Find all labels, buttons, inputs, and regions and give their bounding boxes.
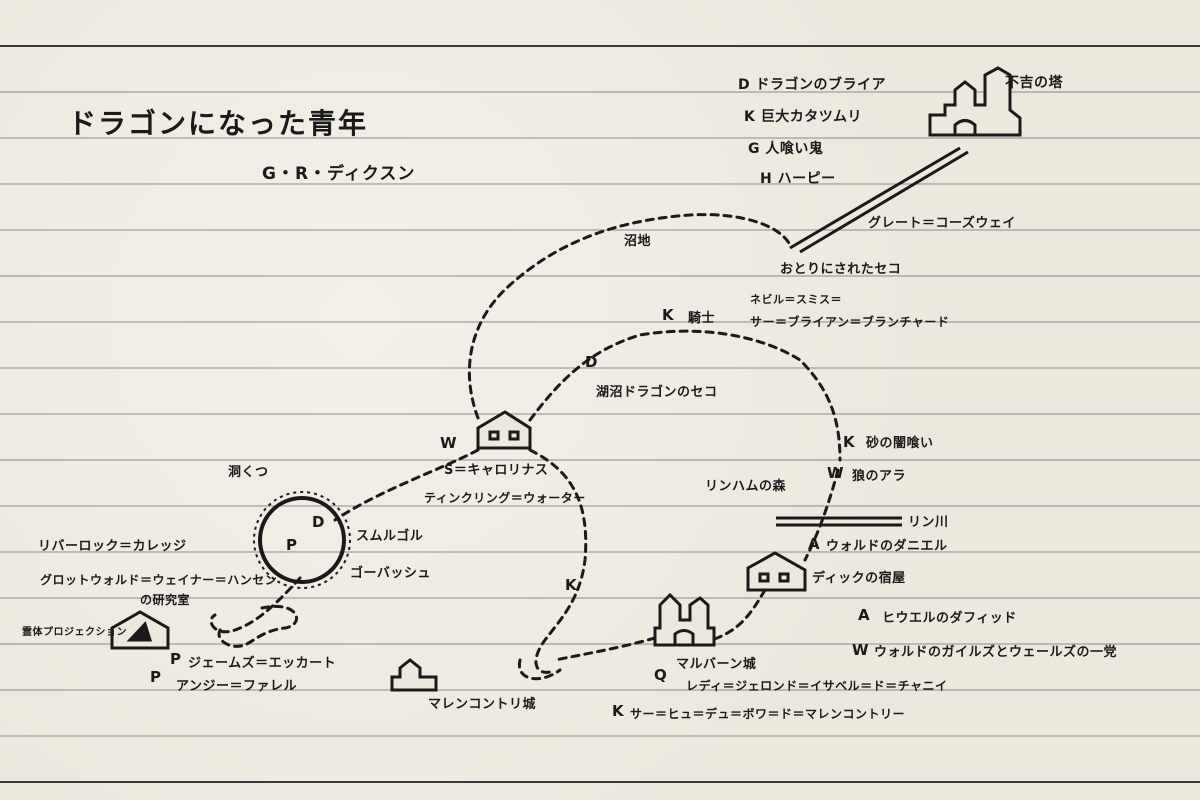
legend-ogre: G 人喰い鬼: [748, 141, 824, 157]
lab-building: [110, 610, 170, 650]
route-malvern-left: [553, 636, 657, 662]
label-james: ジェームズ＝エッカート: [188, 656, 337, 671]
label-riverlock: リバーロック＝カレッジ: [38, 539, 187, 554]
label-lake-dragon: 湖沼ドラゴンのセコ: [596, 385, 718, 400]
malvern-key: Q: [654, 666, 668, 684]
p2-key: P: [150, 668, 162, 686]
route-mal-loop: [517, 658, 562, 681]
knight-key: K: [662, 306, 675, 324]
route-lab-loop: [217, 605, 298, 648]
author-name: G・R・ディクスン: [262, 164, 416, 184]
river: [776, 516, 902, 527]
archer-key: A: [808, 535, 821, 553]
label-knight-names-1: ネビル＝スミス＝: [750, 293, 842, 306]
legend-snail: K 巨大カタツムリ: [744, 109, 862, 125]
label-lab-2: の研究室: [140, 593, 191, 607]
cottage-key: W: [440, 434, 458, 452]
cottage: [476, 410, 532, 450]
legend-dragon: D ドラゴンのブライア: [738, 77, 886, 93]
route-dick-malvern: [710, 588, 767, 642]
label-causeway: グレート＝コーズウェイ: [868, 216, 1016, 231]
route-knight: [528, 329, 842, 462]
route-cottage-cave: [333, 448, 480, 522]
label-dick-inn: ディックの宿屋: [812, 571, 906, 586]
label-wolf: 狼のアラ: [852, 469, 907, 484]
label-malencontri: マレンコントリ城: [428, 697, 537, 712]
cave-d-key: D: [312, 513, 325, 531]
label-knight: 騎士: [688, 311, 716, 326]
legend-a-label: ヒウエルのダフィッド: [882, 611, 1017, 626]
malvern-castle: [653, 592, 716, 647]
label-knight-names-2: サー＝ブライアン＝ブランチャード: [750, 315, 950, 329]
route-cave-lab: [209, 576, 302, 634]
lake-dragon-key: D: [585, 353, 598, 371]
map-title: ドラゴンになった青年: [68, 107, 369, 140]
label-tower: 不吉の塔: [1005, 75, 1063, 91]
path-k-key: K: [565, 576, 578, 594]
wolf-key: W: [827, 464, 845, 482]
p1-key: P: [170, 650, 182, 668]
label-malvern: マルバーン城: [676, 657, 757, 672]
inn: [746, 551, 807, 592]
cave: [253, 491, 351, 589]
route-river: [803, 468, 840, 562]
tower-castle: [928, 66, 1022, 137]
label-marsh: 沼地: [624, 234, 652, 249]
label-angie: アンジー＝ファレル: [176, 679, 297, 694]
label-fen: おとりにされたセコ: [780, 262, 902, 277]
cave-p-key: P: [286, 536, 298, 554]
label-lab-1: グロットウォルド＝ウェイナー＝ハンセン: [40, 573, 278, 587]
label-forest: リンハムの森: [705, 479, 787, 494]
label-archer: ウォルドのダニエル: [826, 539, 948, 554]
legend-a-key: A: [858, 606, 871, 624]
malencontri-castle: [390, 658, 438, 692]
legend-harpy: H ハーピー: [760, 171, 836, 187]
label-projector: 霊体プロジェクション: [22, 627, 127, 638]
route-marsh-loop: [467, 213, 792, 420]
label-gorbash: ゴーバッシュ: [350, 566, 431, 581]
legend-w-key: W: [852, 641, 870, 659]
label-cave: 洞くつ: [228, 465, 269, 480]
legend-w-label: ウォルドのガイルズとウェールズの一党: [874, 645, 1118, 660]
label-lady: レディ＝ジェロンド＝イサベル＝ド＝チャニイ: [686, 679, 948, 693]
sir-key: K: [612, 702, 625, 720]
label-sir-hugh: サー＝ヒュ＝デュ＝ボワ＝ド＝マレンコントリー: [630, 707, 906, 721]
label-river: リン川: [908, 515, 949, 530]
label-wizard: S＝キャロリナス: [444, 463, 549, 478]
label-tinkling-water: ティンクリング＝ウォーター: [424, 491, 586, 505]
sand-key: K: [843, 433, 856, 451]
label-smrgol: スムルゴル: [356, 529, 424, 544]
label-sand-worm: 砂の闇喰い: [866, 436, 934, 451]
route-cottage-down: [528, 448, 588, 674]
